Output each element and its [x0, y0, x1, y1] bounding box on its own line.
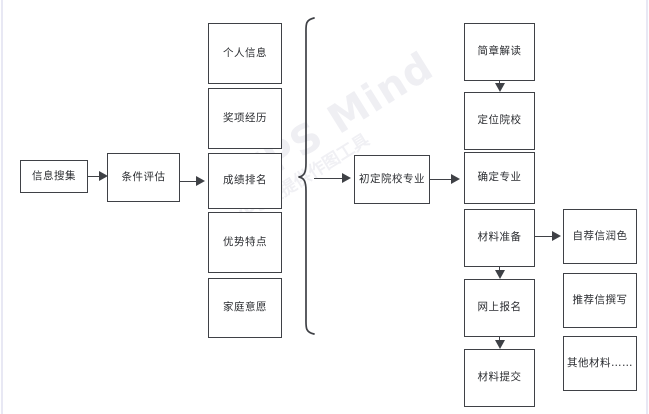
arrowhead-prep-to-selfrec	[552, 231, 561, 241]
node-label: 材料准备	[477, 231, 522, 244]
node-strength-traits[interactable]: 优势特点	[208, 212, 282, 273]
arrowhead-brochure-to-locate	[494, 83, 505, 92]
node-label: 网上报名	[477, 301, 522, 314]
page-edge-left	[1, 0, 3, 414]
node-label: 定位院校	[477, 114, 522, 127]
node-label: 个人信息	[223, 46, 267, 59]
connector-info-to-condition	[88, 175, 100, 178]
arrowhead-prep-to-online	[494, 270, 505, 279]
connector-brace-to-preliminary	[314, 177, 343, 180]
node-brochure-reading[interactable]: 简章解读	[464, 23, 535, 81]
node-info-gathering[interactable]: 信息搜集	[20, 160, 88, 193]
node-confirm-major[interactable]: 确定专业	[464, 152, 535, 204]
node-personal-info[interactable]: 个人信息	[208, 23, 282, 84]
node-rec-letter-writing[interactable]: 推荐信撰写	[563, 273, 637, 328]
node-score-ranking[interactable]: 成绩排名	[208, 153, 282, 209]
node-label: 初定院校专业	[359, 172, 425, 185]
node-locate-school[interactable]: 定位院校	[464, 92, 535, 150]
node-other-materials[interactable]: 其他材料……	[563, 336, 637, 391]
node-label: 自荐信润色	[572, 229, 628, 242]
node-condition-assessment[interactable]: 条件评估	[107, 153, 180, 202]
node-award-experience[interactable]: 奖项经历	[208, 88, 282, 149]
node-label: 确定专业	[477, 171, 522, 184]
arrowhead-info-to-condition	[99, 171, 108, 181]
node-label: 家庭意愿	[223, 301, 267, 314]
node-label: 优势特点	[223, 235, 267, 248]
node-label: 推荐信撰写	[572, 293, 628, 306]
arrowhead-condition-to-score	[196, 176, 205, 186]
connector-condition-to-score	[180, 180, 197, 183]
node-online-application[interactable]: 网上报名	[464, 279, 535, 337]
arrowhead-preliminary-to-confirm	[451, 174, 460, 184]
node-family-wishes[interactable]: 家庭意愿	[208, 278, 282, 338]
connector-prep-to-selfrec	[535, 235, 554, 238]
node-label: 信息搜集	[32, 169, 76, 182]
node-material-submit[interactable]: 材料提交	[464, 349, 535, 407]
node-label: 成绩排名	[223, 174, 267, 187]
node-label: 简章解读	[477, 45, 522, 58]
arrowhead-online-to-submit	[494, 340, 505, 349]
node-label: 条件评估	[121, 170, 166, 183]
node-material-prep[interactable]: 材料准备	[464, 209, 535, 267]
arrowhead-brace-to-preliminary	[342, 173, 351, 183]
node-label: 其他材料……	[567, 356, 633, 369]
page-edge-right	[646, 0, 648, 414]
node-preliminary-major[interactable]: 初定院校专业	[354, 155, 430, 204]
grouping-brace	[297, 16, 321, 336]
node-label: 奖项经历	[223, 111, 267, 124]
node-self-rec-polish[interactable]: 自荐信润色	[563, 209, 637, 264]
connector-preliminary-to-confirm	[430, 178, 452, 181]
node-label: 材料提交	[477, 371, 522, 384]
